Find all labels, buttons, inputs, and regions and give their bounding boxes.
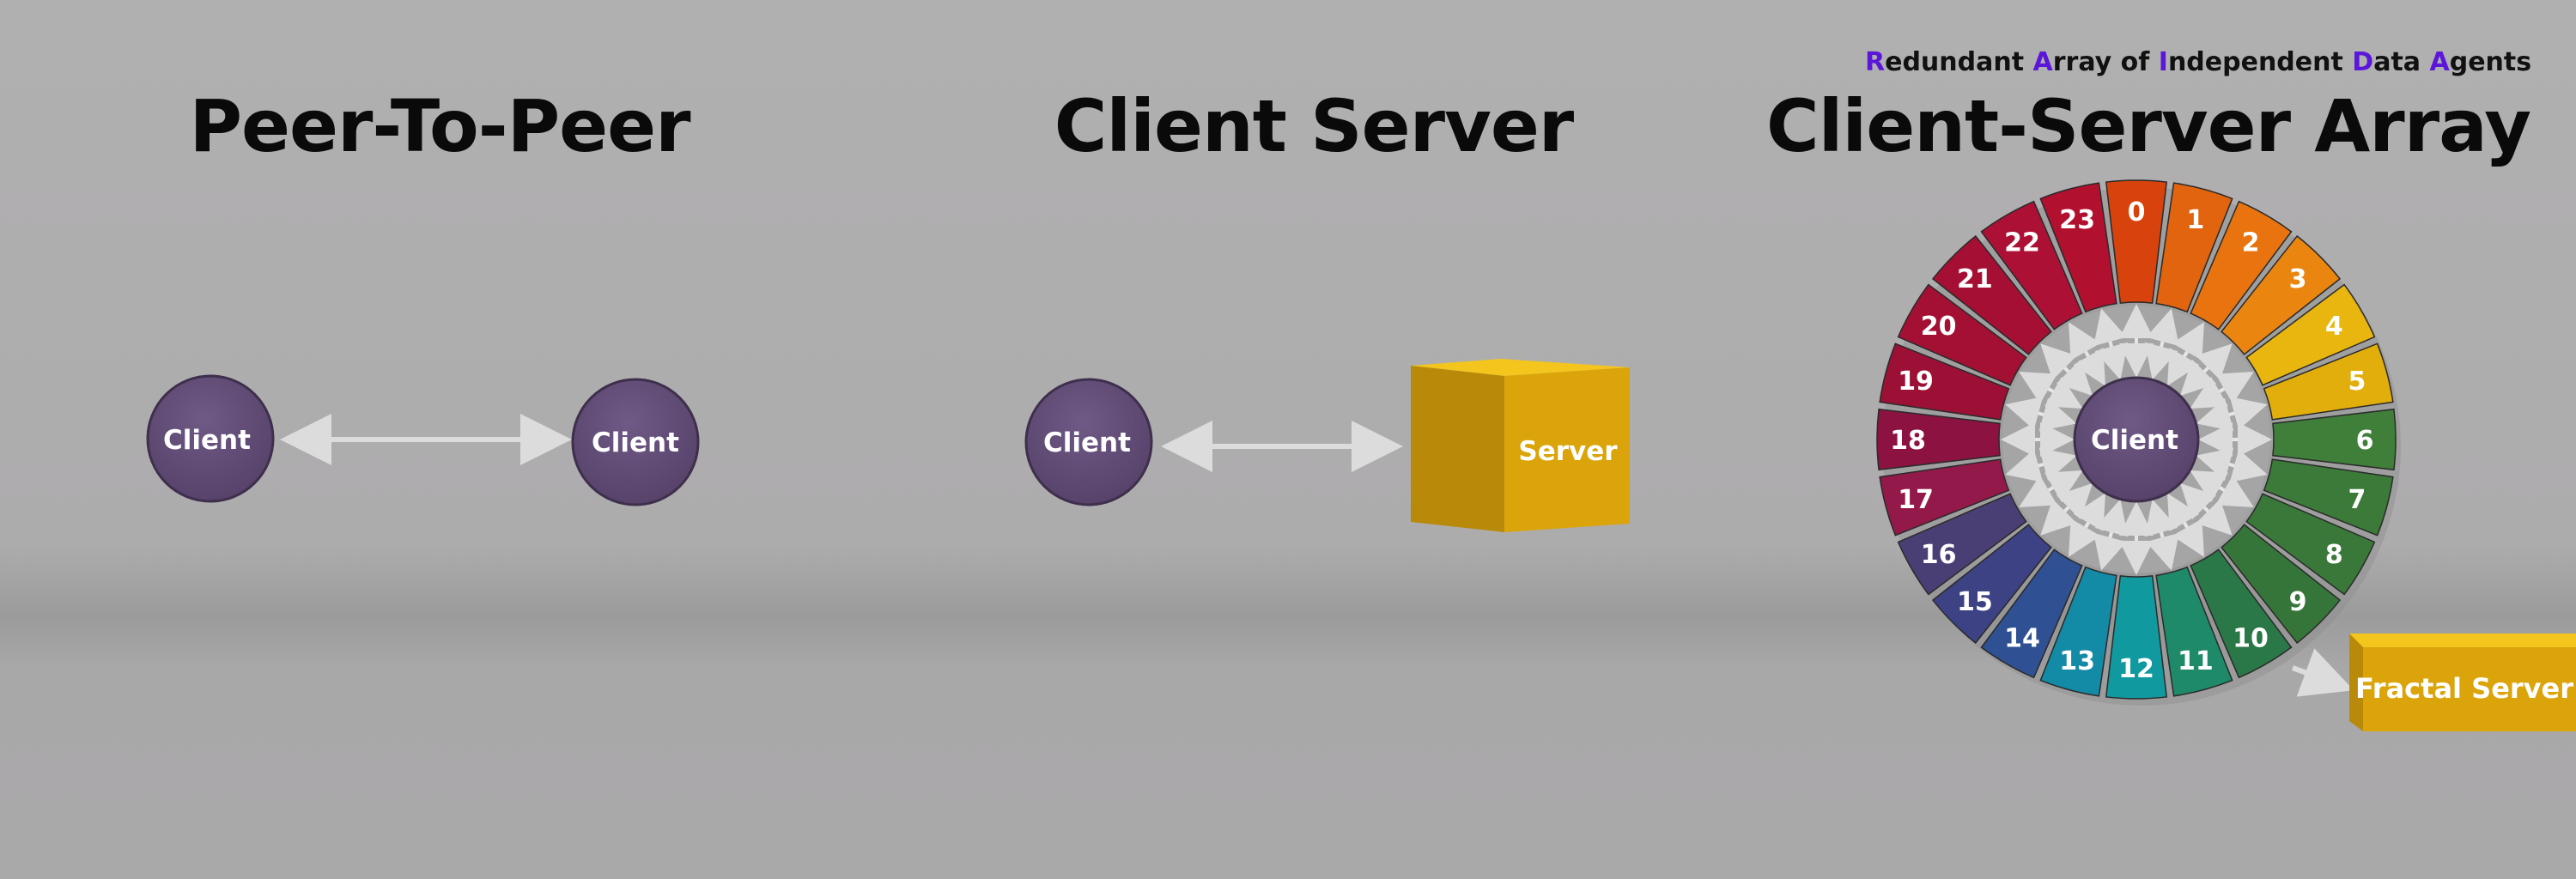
caption-word: Redundant (1865, 47, 2025, 77)
spoke-arrow (2144, 308, 2179, 380)
ring-segment-label: 2 (2242, 228, 2260, 258)
title-peer-to-peer: Peer-To-Peer (189, 84, 690, 168)
title-client-server: Client Server (1054, 84, 1574, 168)
ring-segment-label: 20 (1921, 312, 1957, 342)
ring-segment-label: 22 (2004, 228, 2040, 258)
ring-segment-label: 0 (2128, 197, 2146, 227)
ring-segment-label: 18 (1890, 426, 1926, 456)
ring-segment (1980, 549, 2083, 679)
p2p-client-right-label: Client (592, 427, 679, 458)
ring-segment (1897, 493, 2027, 596)
ring-segment (2190, 549, 2293, 679)
spoke-arrow (2196, 447, 2268, 482)
fractal-arrow (2291, 648, 2354, 697)
caption-word: Agents (2429, 47, 2532, 77)
title-client-server-array: Client-Server Array (1765, 84, 2531, 168)
caption-word: Array (2032, 47, 2112, 77)
ring-segment-label: 12 (2118, 654, 2154, 684)
raida-caption: Redundant Array of Independent Data Agen… (1865, 47, 2531, 77)
ring-segment-label: 21 (1957, 264, 1993, 294)
p2p-client-right: Client (571, 378, 700, 506)
ring-segment-label: 14 (2004, 623, 2040, 653)
p2p-client-left-label: Client (163, 425, 251, 456)
caption-word: of (2120, 47, 2150, 77)
ring-segment (1931, 524, 2052, 645)
ring-segment-label: 9 (2289, 587, 2307, 617)
ring-segment (1931, 234, 2052, 355)
ring-segment-label: 5 (2348, 367, 2366, 397)
ring-segment-label: 7 (2348, 485, 2366, 515)
ring-segment (2105, 575, 2168, 700)
p2p-client-left: Client (146, 374, 275, 503)
spoke-arrow (2005, 397, 2077, 432)
ring-segment (2039, 182, 2117, 313)
ring-segment-label: 15 (1957, 587, 1993, 617)
ring-segment (2155, 566, 2233, 697)
ring-segment-label: 16 (1921, 540, 1957, 570)
fractal-server-box: Fractal Server (2349, 633, 2576, 731)
ring-segment-label: 6 (2356, 426, 2374, 456)
ring-segment-label: 17 (1898, 485, 1934, 515)
caption-word: Data (2352, 47, 2421, 77)
ring-segment (1980, 200, 2083, 330)
ring-segment (2039, 566, 2117, 697)
cs-client-label: Client (1043, 427, 1131, 458)
ring-segment-label: 13 (2059, 646, 2095, 676)
array-client-label: Client (2091, 425, 2178, 456)
ring-segment (2263, 343, 2394, 421)
cs-server-cube: Server (1411, 359, 1630, 532)
ring-segment-label: 19 (1898, 367, 1934, 397)
ring-segment-label: 4 (2325, 312, 2343, 342)
ring-segment-label: 3 (2289, 264, 2307, 294)
ring-segment-label: 8 (2325, 540, 2343, 570)
spoke-arrow (2196, 397, 2268, 432)
ring-segment (2263, 458, 2394, 536)
ring-segment-label: 11 (2178, 646, 2214, 676)
spoke-arrow (2093, 499, 2129, 571)
ring-segment (1879, 343, 2010, 421)
spoke-arrow (2093, 308, 2129, 380)
array-client: Client (2073, 376, 2200, 503)
ring-segment (2245, 283, 2376, 386)
spoke-arrow (2144, 499, 2179, 571)
ring-segment-label: 10 (2233, 623, 2269, 653)
ring-segment (2221, 524, 2342, 645)
raida-spokes (2001, 304, 2272, 575)
ring-segment (2221, 234, 2342, 355)
ring-segment-label: 23 (2059, 205, 2095, 235)
caption-word: Independent (2158, 47, 2343, 77)
spoke-arrow (2005, 447, 2077, 482)
cs-client: Client (1024, 378, 1153, 506)
ring-segment (1876, 408, 2001, 471)
ring-segment-label: 1 (2186, 205, 2204, 235)
ring-segment (1897, 283, 2027, 386)
fractal-server-label: Fractal Server (2355, 672, 2573, 705)
cs-server-label: Server (1518, 436, 1618, 467)
ring-segment (2155, 182, 2233, 313)
ring-segment (2245, 493, 2376, 596)
ring-segment (2105, 179, 2168, 304)
ring-segment (2272, 408, 2397, 471)
ring-segment (1879, 458, 2010, 536)
ring-segment (2190, 200, 2293, 330)
